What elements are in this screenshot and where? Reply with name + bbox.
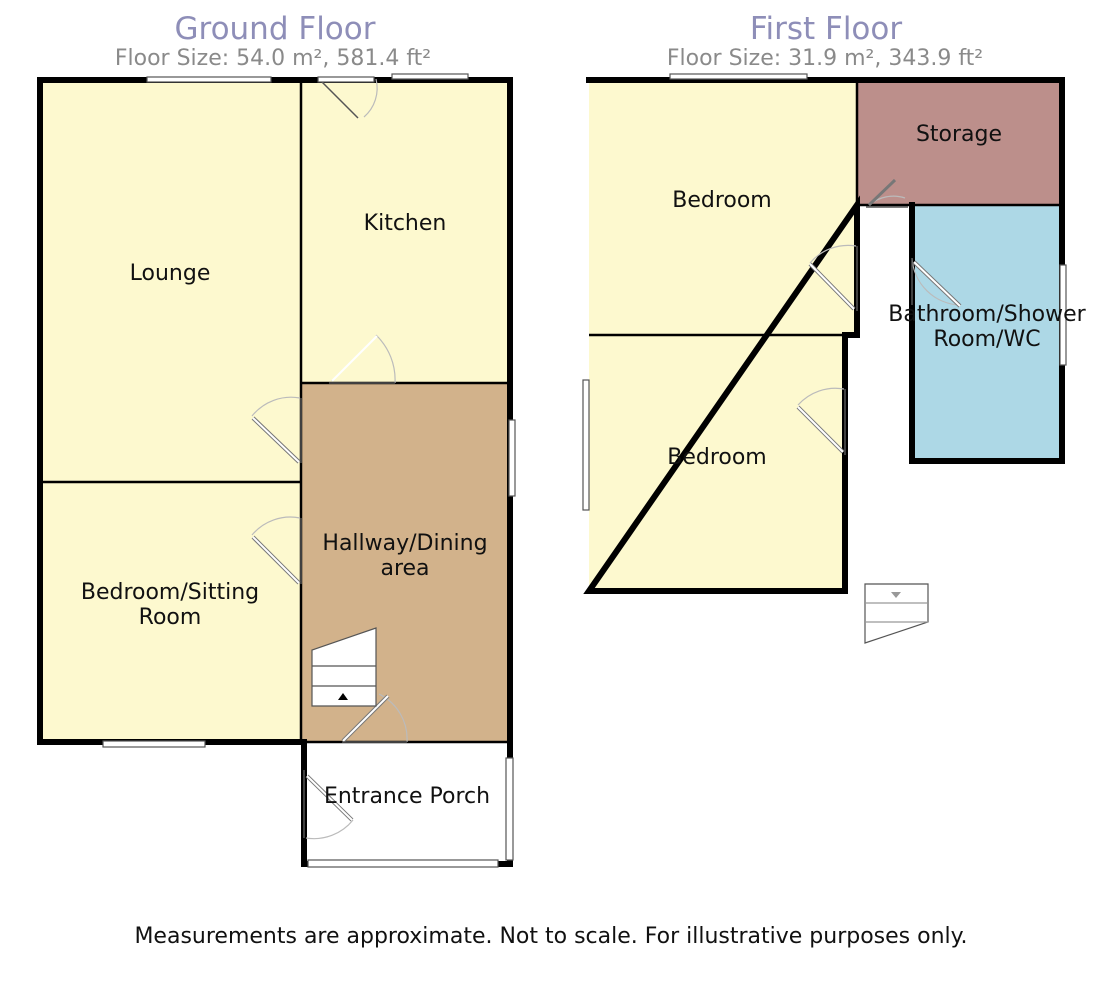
window — [669, 73, 808, 80]
first-floor-title: First Floor — [750, 11, 902, 47]
room-entrance-porch — [304, 742, 510, 864]
label-lounge: Lounge — [130, 261, 211, 286]
window — [1059, 264, 1067, 366]
ground-floor: Lounge Kitchen Hallway/Dining area Bedro… — [37, 73, 516, 868]
ground-floor-size: Floor Size: 54.0 m², 581.4 ft² — [115, 46, 431, 71]
label-kitchen: Kitchen — [364, 211, 447, 236]
label-bathroom-1: Bathroom/Shower — [888, 302, 1086, 327]
label-storage: Storage — [916, 122, 1002, 147]
window — [146, 76, 272, 83]
window — [582, 379, 590, 511]
disclaimer: Measurements are approximate. Not to sca… — [134, 924, 967, 949]
room-bedroom-sitting — [40, 482, 301, 742]
staircase — [311, 627, 377, 707]
window — [505, 757, 514, 861]
room-bedroom-1 — [589, 80, 857, 335]
door-hallway-porch — [341, 693, 408, 743]
door-bedroom-2 — [796, 387, 846, 455]
door-kitchen-outer — [321, 78, 378, 119]
door-storage — [866, 178, 908, 208]
window — [307, 859, 499, 868]
window — [102, 740, 206, 748]
label-bathroom-2: Room/WC — [933, 327, 1040, 352]
label-bedroom-2: Bedroom — [667, 445, 767, 470]
ground-floor-title: Ground Floor — [174, 11, 375, 47]
window — [391, 73, 469, 80]
label-bedroom-1: Bedroom — [672, 188, 772, 213]
staircase-landing — [864, 583, 929, 644]
exterior-wall — [586, 77, 1065, 464]
door-kitchen-hallway — [329, 334, 396, 384]
label-bedroom-sitting-1: Bedroom/Sitting — [81, 580, 259, 605]
door-bedroom-sitting — [251, 516, 302, 585]
stair-down-arrow — [891, 592, 901, 598]
exterior-wall — [583, 195, 860, 594]
door-bathroom — [911, 257, 962, 308]
label-bedroom-sitting-2: Room — [139, 605, 202, 630]
room-bathroom — [912, 205, 1062, 461]
door-lounge — [251, 396, 302, 464]
stair-up-arrow — [338, 693, 348, 700]
door-porch-entrance — [303, 770, 354, 840]
door-bedroom-1 — [808, 244, 858, 311]
label-hallway-dining-1: Hallway/Dining — [322, 531, 487, 556]
window — [317, 76, 375, 83]
exterior-wall — [37, 77, 513, 867]
first-floor-size: Floor Size: 31.9 m², 343.9 ft² — [667, 46, 983, 71]
window — [508, 419, 516, 497]
room-bedroom-2 — [589, 335, 845, 591]
first-floor: Bedroom Bedroom Storage Bathroom/Shower … — [582, 73, 1087, 644]
label-hallway-dining-2: area — [380, 556, 429, 581]
label-entrance-porch: Entrance Porch — [324, 784, 490, 809]
room-kitchen — [301, 80, 510, 383]
room-lounge — [40, 80, 301, 482]
